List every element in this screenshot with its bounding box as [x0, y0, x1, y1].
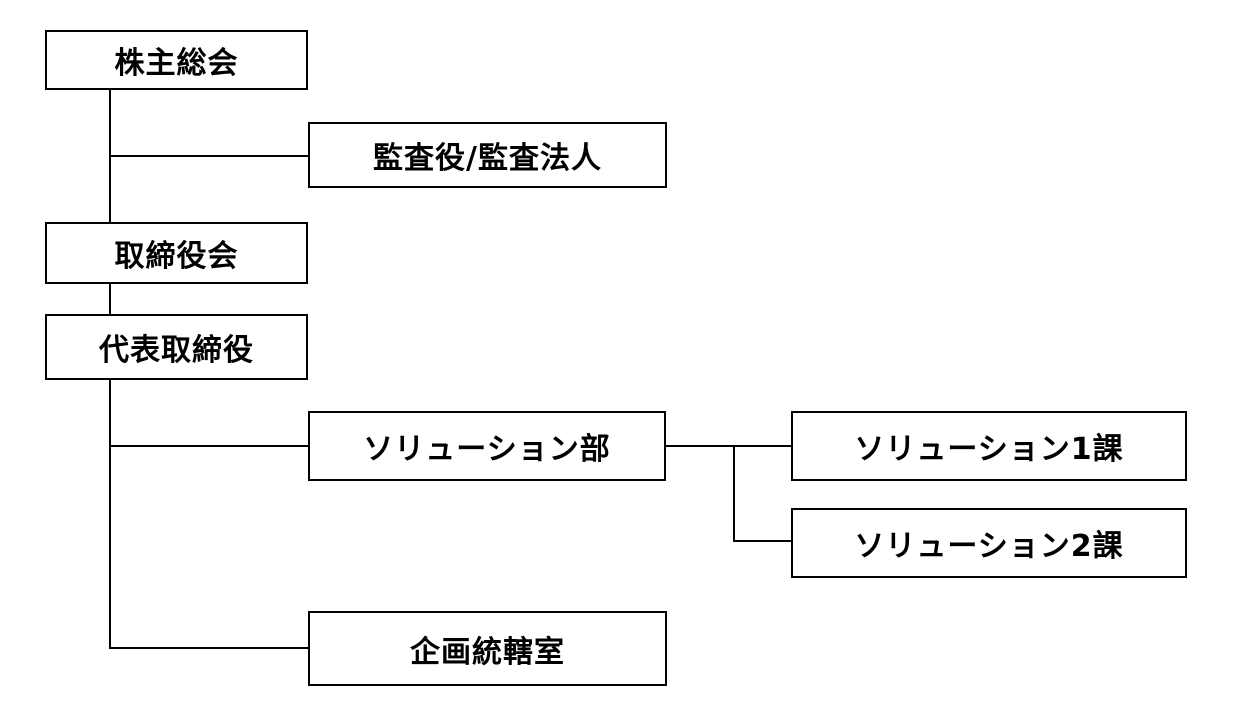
connector-representative-trunk: [109, 378, 111, 649]
box-board-of-directors: 取締役会: [45, 222, 308, 284]
box-representative-director: 代表取締役: [45, 314, 308, 380]
connector-to-planning-office: [109, 647, 310, 649]
box-label: 代表取締役: [99, 333, 254, 368]
box-solution-department: ソリューション部: [308, 411, 666, 481]
box-auditor: 監査役/監査法人: [308, 122, 667, 188]
connector-to-solution-department: [109, 445, 310, 447]
connector-section-branch: [733, 445, 735, 542]
box-solution-section-2: ソリューション2課: [791, 508, 1187, 578]
connector-board-to-representative: [109, 282, 111, 316]
box-label: 企画統轄室: [410, 634, 565, 670]
connector-department-to-section-1: [664, 445, 793, 447]
connector-to-section-2: [733, 540, 793, 542]
box-label: ソリューション部: [363, 432, 611, 467]
box-shareholders-meeting: 株主総会: [45, 30, 308, 90]
box-label: 取締役会: [114, 239, 239, 274]
box-solution-section-1: ソリューション1課: [791, 411, 1187, 481]
box-planning-office: 企画統轄室: [308, 611, 667, 686]
box-label: ソリューション2課: [854, 529, 1124, 564]
connector-to-auditor: [109, 155, 310, 157]
box-label: 監査役/監査法人: [373, 141, 602, 176]
box-label: ソリューション1課: [854, 432, 1124, 467]
box-label: 株主総会: [114, 46, 239, 81]
